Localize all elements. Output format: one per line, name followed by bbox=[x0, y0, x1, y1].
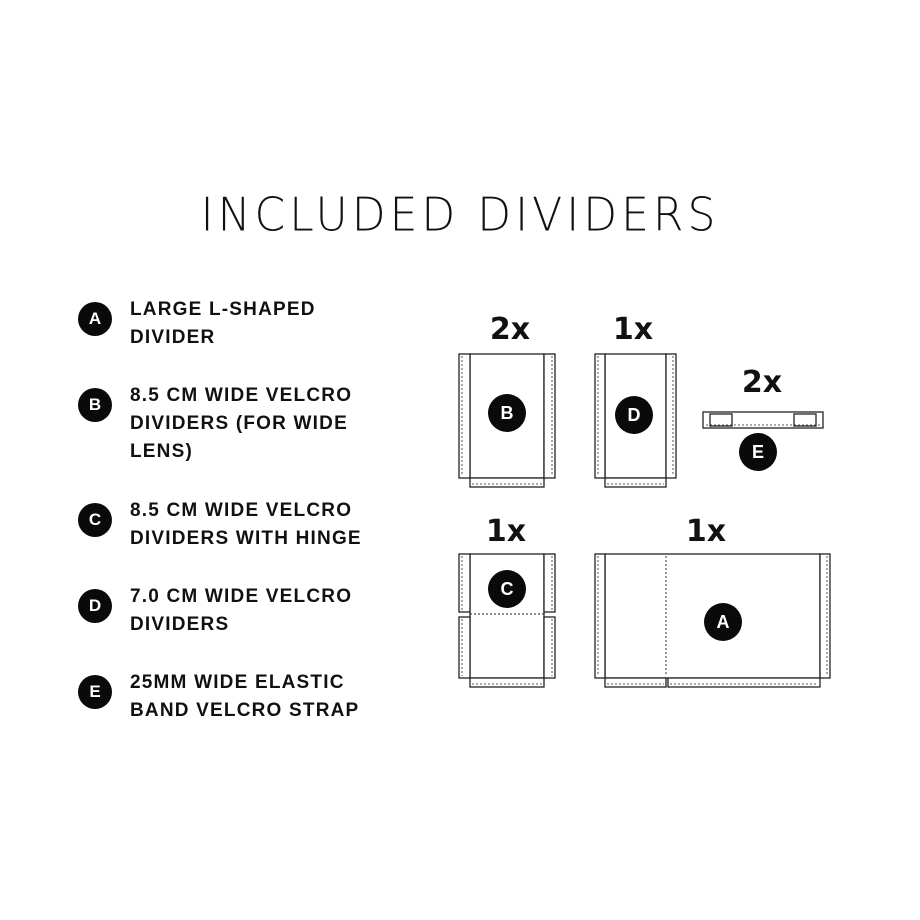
badge-c: C bbox=[78, 503, 112, 537]
diagram-badge-e: E bbox=[739, 433, 777, 471]
divider-a-shape bbox=[594, 553, 831, 688]
diagram-badge-b: B bbox=[488, 394, 526, 432]
badge-d: D bbox=[78, 589, 112, 623]
legend-text-b: 8.5 CM WIDE VELCRO DIVIDERS (FOR WIDE LE… bbox=[130, 385, 353, 462]
legend-text-a: LARGE L-SHAPED DIVIDER bbox=[130, 299, 316, 348]
badge-b: B bbox=[78, 388, 112, 422]
diagram-badge-d: D bbox=[615, 396, 653, 434]
qty-e: 2x bbox=[741, 365, 783, 400]
qty-b: 2x bbox=[489, 312, 531, 347]
badge-e: E bbox=[78, 675, 112, 709]
divider-c-shape bbox=[458, 553, 556, 688]
diagram-badge-c: C bbox=[488, 570, 526, 608]
badge-a: A bbox=[78, 302, 112, 336]
qty-a: 1x bbox=[685, 514, 727, 549]
diagram-badge-a: A bbox=[704, 603, 742, 641]
page-title: INCLUDED DIVIDERS bbox=[200, 188, 720, 243]
qty-d: 1x bbox=[612, 312, 654, 347]
qty-c: 1x bbox=[485, 514, 527, 549]
legend-text-e: 25MM WIDE ELASTIC BAND VELCRO STRAP bbox=[130, 672, 360, 721]
divider-e-shape bbox=[702, 411, 824, 429]
legend-text-c: 8.5 CM WIDE VELCRO DIVIDERS WITH HINGE bbox=[130, 500, 362, 549]
legend-text-d: 7.0 CM WIDE VELCRO DIVIDERS bbox=[130, 586, 353, 635]
